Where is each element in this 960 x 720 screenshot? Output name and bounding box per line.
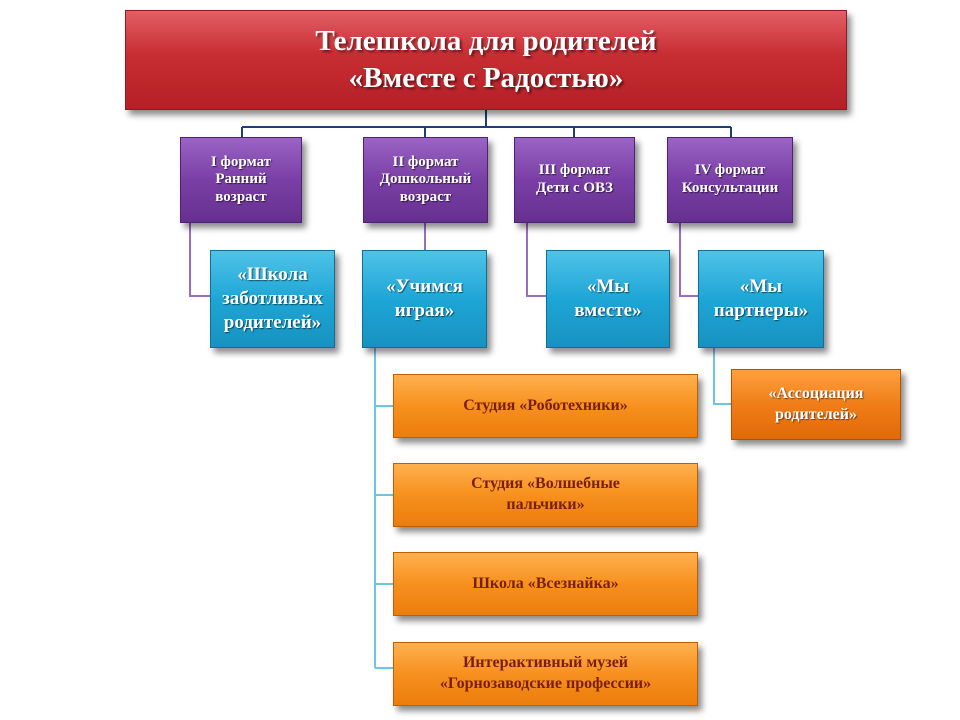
project-box-learning-by-play: «Учимся играя» <box>362 250 487 348</box>
studio-box-interactive-museum: Интерактивный музей «Горнозаводские проф… <box>393 642 698 706</box>
connector-project-3 <box>526 223 546 297</box>
title-box: Телешкола для родителей «Вместе с Радост… <box>125 10 847 110</box>
studio-box-robotics: Студия «Роботехники» <box>393 374 698 438</box>
format-box-special-needs: III формат Дети с ОВЗ <box>514 137 635 223</box>
format-box-consultations: IV формат Консультации <box>667 137 793 223</box>
project-box-together: «Мы вместе» <box>546 250 670 348</box>
connector-project-4 <box>679 223 698 297</box>
project-box-caring-parents: «Школа заботливых родителей» <box>210 250 335 348</box>
format-box-early-age: I формат Ранний возраст <box>180 137 302 223</box>
studio-box-know-it-all: Школа «Всезнайка» <box>393 552 698 616</box>
connector-association <box>713 348 731 405</box>
format-box-preschool: II формат Дошкольный возраст <box>363 137 488 223</box>
studio-box-magic-fingers: Студия «Волшебные пальчики» <box>393 463 698 527</box>
association-box: «Ассоциация родителей» <box>731 369 901 440</box>
project-box-partners: «Мы партнеры» <box>698 250 824 348</box>
connector-project-1 <box>189 223 210 297</box>
